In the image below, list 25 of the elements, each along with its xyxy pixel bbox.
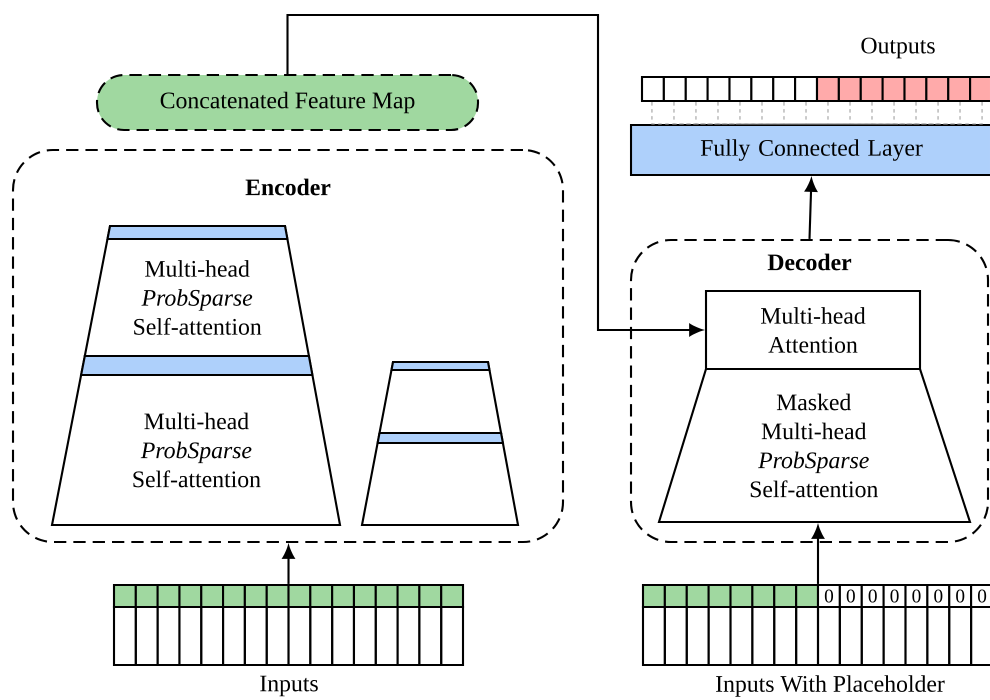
cell-value: 0 bbox=[846, 589, 855, 603]
arrow bbox=[812, 526, 824, 584]
attention-layer bbox=[378, 360, 502, 434]
attention-layer: Multi-head ProbSparse Self-attention bbox=[84, 224, 310, 358]
arrow bbox=[286, 14, 702, 336]
attention-layer: Multi-head ProbSparse Self-attention bbox=[50, 354, 342, 526]
cell-value: 0 bbox=[868, 589, 877, 603]
cell-value: 0 bbox=[890, 589, 899, 603]
node-label: Outputs bbox=[861, 38, 935, 58]
output-sequence: Outputs bbox=[640, 38, 990, 102]
input-sequence: Inputs bbox=[112, 584, 464, 696]
layer-box: Fully Connected Layer bbox=[630, 124, 990, 176]
feature-map-box: Concatenated Feature Map bbox=[96, 74, 480, 132]
cell-value: 0 bbox=[912, 589, 921, 603]
cell-value: 0 bbox=[956, 589, 964, 603]
attention-box: Multi-head Attention bbox=[704, 290, 922, 370]
node-label: Inputs With Placeholder bbox=[716, 675, 945, 697]
arrow bbox=[804, 178, 818, 239]
attention-layer bbox=[360, 432, 520, 526]
attention-layer: Masked Multi-head ProbSparse Self-attention bbox=[658, 368, 972, 524]
cell-value: 0 bbox=[824, 589, 834, 603]
cell-value: 0 bbox=[934, 589, 942, 603]
node-label: Inputs bbox=[260, 676, 318, 696]
arrow bbox=[282, 546, 295, 584]
cell-value: 0 bbox=[978, 589, 986, 603]
